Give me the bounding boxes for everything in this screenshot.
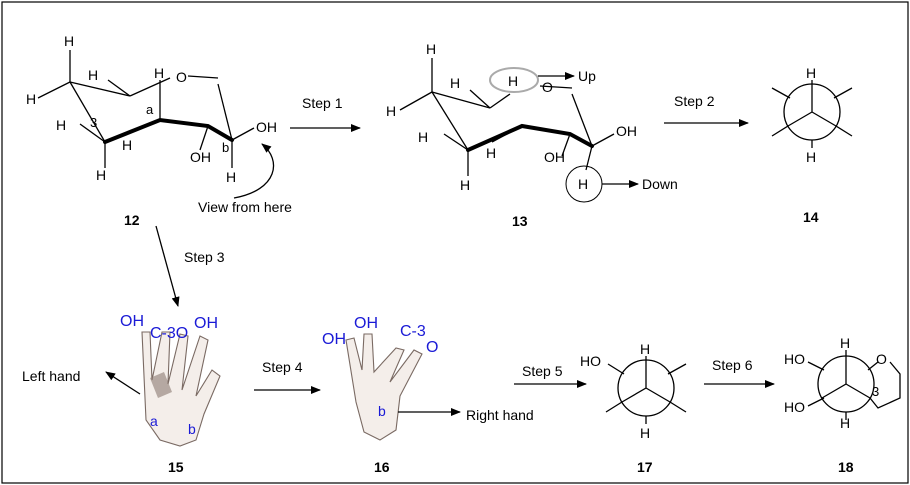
compound-18-label: 18 (838, 459, 854, 475)
c17-ho: HO (580, 353, 601, 369)
c12-h-mid: H (88, 67, 98, 83)
c13-h-up: H (508, 73, 518, 89)
hand15-b: b (188, 421, 196, 437)
step6-label: Step 6 (712, 357, 753, 373)
left-hand-label: Left hand (22, 368, 80, 384)
c12-h-ca: H (122, 137, 132, 153)
c13-h-mid: H (450, 75, 460, 91)
compound-13-structure (399, 58, 615, 176)
c13-h-ca: H (486, 145, 496, 161)
c18-h-top: H (840, 335, 850, 351)
c17-h-top: H (640, 341, 650, 357)
step5-label: Step 5 (522, 363, 563, 379)
hand16-oh-mid: OH (354, 315, 378, 332)
compound-12-structure (37, 50, 255, 168)
c13-oh-ca: OH (544, 149, 565, 165)
c14-h-top: H (806, 65, 816, 81)
compound-18-structure (807, 350, 901, 420)
compound-17-label: 17 (637, 459, 653, 475)
c13-h-down: H (578, 176, 588, 192)
hand16-o: O (426, 339, 438, 356)
step3-arrow (155, 225, 180, 307)
step2-label: Step 2 (674, 93, 715, 109)
compound-16-label: 16 (374, 459, 390, 475)
c13-oh-cb: OH (616, 123, 637, 139)
compound-17-newman (605, 356, 687, 424)
c12-oh-cb: OH (256, 119, 277, 135)
right-hand-label: Right hand (466, 407, 534, 423)
step1-label: Step 1 (302, 95, 343, 111)
up-label: Up (578, 68, 596, 84)
c18-ring-o: O (876, 351, 887, 367)
c14-h-bottom: H (806, 149, 816, 165)
c12-label-3: 3 (90, 115, 97, 130)
left-hand-arrow (105, 371, 141, 395)
compound-15-label: 15 (168, 459, 184, 475)
c18-ho-top: HO (784, 351, 805, 367)
c12-h-bottom: H (96, 167, 106, 183)
hand15-a: a (150, 413, 158, 429)
c12-h-left: H (26, 91, 36, 107)
left-hand-drawing (141, 331, 221, 447)
hand16-oh-left: OH (322, 331, 346, 348)
right-hand-drawing (345, 333, 423, 441)
c12-h-c3: H (56, 117, 66, 133)
c12-ring-o: O (176, 69, 187, 85)
c18-ho-bottom: HO (784, 399, 805, 415)
hand15-oh-right: OH (194, 315, 218, 332)
step4-label: Step 4 (262, 359, 303, 375)
hand16-b: b (378, 403, 386, 419)
c12-oh-ca: OH (190, 149, 211, 165)
c18-label-3: 3 (872, 384, 879, 399)
c13-h-c3: H (418, 129, 428, 145)
c12-label-b: b (222, 140, 229, 155)
c12-h-top: H (64, 33, 74, 49)
down-label: Down (642, 176, 678, 192)
compound-14-newman (771, 80, 853, 148)
c13-h-bottom: H (460, 177, 470, 193)
compound-13-label: 13 (512, 213, 528, 229)
up-h-ellipse (489, 67, 539, 93)
view-arrow (233, 143, 275, 199)
c12-h-cb: H (226, 169, 236, 185)
c13-ring-o: O (542, 79, 553, 95)
view-from-here-label: View from here (198, 199, 292, 215)
c13-h-top: H (426, 41, 436, 57)
step3-label: Step 3 (184, 249, 225, 265)
c12-label-a: a (146, 102, 154, 117)
c17-h-bottom: H (640, 425, 650, 441)
compound-12-label: 12 (124, 212, 140, 228)
compound-14-label: 14 (803, 209, 819, 225)
hand16-c3: C-3 (400, 323, 426, 340)
hand15-c3o: C-3O (150, 325, 188, 342)
c18-h-bottom: H (840, 415, 850, 431)
c12-h-upper: H (154, 65, 164, 81)
c13-h-left: H (386, 103, 396, 119)
hand15-oh-left: OH (120, 313, 144, 330)
